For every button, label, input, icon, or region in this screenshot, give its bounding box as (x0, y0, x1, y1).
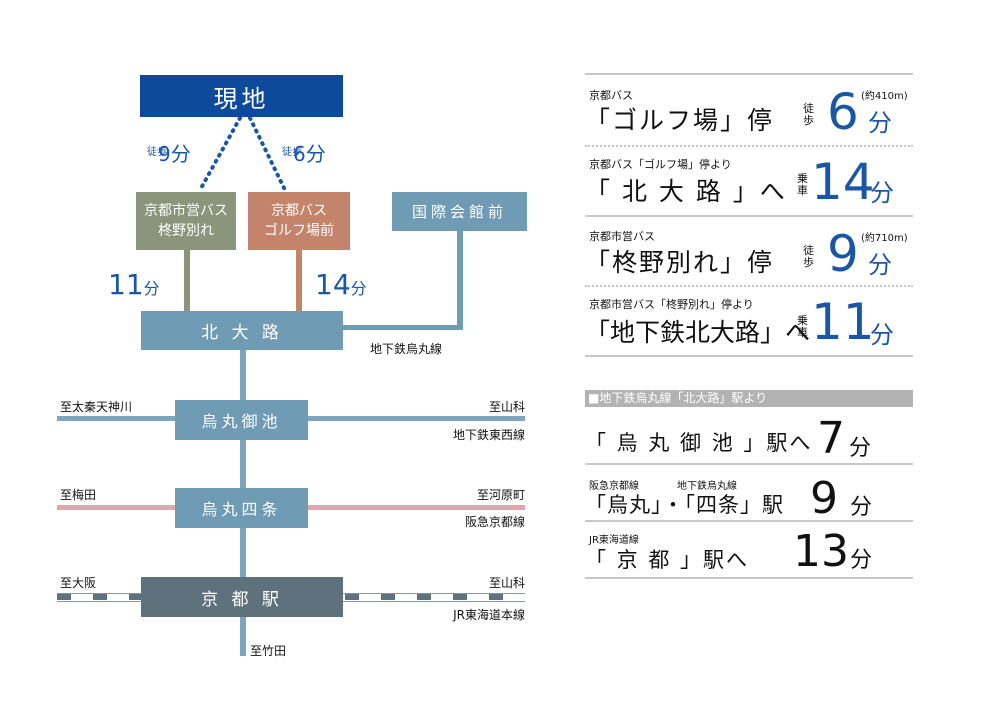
divider (585, 463, 913, 465)
station-time-sub: 阪急京都線 (589, 481, 639, 492)
to-umeda-label: 至梅田 (60, 488, 97, 502)
station-time-unit: 分 (850, 495, 873, 520)
ride-time-right: 14分 (315, 268, 367, 301)
from-kitaoji-header: ■地下鉄烏丸線「北大路」駅より (585, 390, 913, 407)
station-time-sub: JR東海道線 (589, 535, 639, 546)
station-kyoto-box: 京 都 駅 (141, 577, 343, 617)
station-time-row: 「 烏 丸 御 池 」駅へ 7 分 (585, 410, 913, 463)
access-mode: 徒歩 (803, 244, 814, 269)
access-sub: 京都バス (589, 89, 633, 102)
to-uzumasa-label: 至太秦天神川 (60, 400, 133, 414)
walk-path-left (198, 116, 242, 192)
to-kawaramachi-label: 至河原町 (476, 488, 525, 502)
divider (585, 355, 913, 357)
stop-kyoto-bus-box: 京都バス ゴルフ場前 (248, 192, 350, 250)
walk-right-time: 6分 (293, 142, 326, 166)
walk-time-right: 徒歩6分 (282, 138, 326, 167)
station-time-num: 13 (793, 526, 849, 577)
access-unit: 分 (868, 109, 892, 137)
station-time-num: 7 (817, 413, 845, 464)
current-location-label: 現地 (213, 84, 270, 113)
current-location-box: 現地 (140, 75, 343, 117)
access-unit: 分 (868, 251, 892, 279)
line-hankyu-label: 阪急京都線 (464, 515, 525, 529)
stop-operator: 京都市営バス (144, 203, 228, 219)
access-distance: (約410m) (861, 91, 908, 102)
access-num: 9 (827, 225, 859, 283)
ride-num: 11 (108, 268, 144, 301)
line-tozai-label: 地下鉄東西線 (452, 428, 525, 442)
walk-path-right (248, 116, 287, 192)
divider (585, 285, 913, 287)
station-name: 烏丸四条 (201, 500, 282, 519)
access-mode: 乗車 (797, 172, 808, 197)
access-sub: 京都市営バス (589, 230, 655, 243)
walk-label: 徒歩 (147, 147, 167, 158)
stop-operator: 京都バス (271, 203, 327, 219)
access-sub: 京都市営バス「柊野別れ」停より (589, 298, 754, 311)
to-osaka-label: 至大阪 (60, 576, 97, 590)
stop-municipal-bus-box: 京都市営バス 柊野別れ (136, 192, 236, 250)
walking-path-dots (198, 116, 287, 192)
divider (585, 577, 913, 579)
access-row: 京都バス 「ゴルフ場」停 徒歩 6 分 (約410m) (585, 75, 913, 145)
bus-line-kyoto (296, 250, 302, 312)
subway-karasuma-link (343, 325, 463, 330)
station-time-main: 「 烏 丸 御 池 」駅へ (585, 431, 813, 455)
access-unit: 分 (870, 321, 894, 349)
station-time-num: 9 (810, 473, 838, 524)
access-unit: 分 (870, 179, 894, 207)
subway-karasuma-north (457, 230, 463, 330)
access-row: 京都バス「ゴルフ場」停より 「 北 大 路 」へ 乗車 14 分 (585, 147, 913, 215)
station-karasuma-oike-box: 烏丸御池 (175, 400, 308, 440)
station-time-unit: 分 (850, 548, 873, 573)
divider (585, 73, 913, 75)
station-time-main: 「烏丸」・「四条」駅 (585, 493, 784, 517)
access-num: 11 (811, 293, 875, 351)
access-mode: 乗車 (797, 314, 808, 339)
walk-left-time: 9分 (158, 142, 191, 166)
line-karasuma-label: 地下鉄烏丸線 (370, 342, 443, 356)
stop-name: ゴルフ場前 (264, 223, 334, 239)
to-yamashina-label: 至山科 (488, 400, 525, 414)
ride-unit: 分 (143, 279, 160, 298)
divider (585, 520, 913, 522)
access-num: 14 (811, 153, 875, 211)
access-main: 「地下鉄北大路」へ (585, 318, 811, 347)
ride-num: 14 (315, 268, 351, 301)
walk-time-left: 徒歩9分 (147, 138, 191, 167)
divider (585, 145, 913, 147)
stop-name: 柊野別れ (158, 223, 214, 239)
ride-unit: 分 (350, 279, 367, 298)
access-row: 京都市営バス 「柊野別れ」停 徒歩 9 分 (約710m) (585, 217, 913, 285)
station-time-main: 「 京 都 」駅へ (585, 548, 750, 572)
station-karasuma-shijo-box: 烏丸四条 (175, 488, 308, 528)
walk-label: 徒歩 (282, 147, 302, 158)
access-sub: 京都バス「ゴルフ場」停より (589, 158, 732, 171)
ride-time-left: 11分 (108, 268, 160, 301)
station-time-sub: 地下鉄烏丸線 (677, 481, 737, 492)
access-num: 6 (827, 83, 859, 141)
station-time-row: 阪急京都線 地下鉄烏丸線 「烏丸」・「四条」駅 9 分 (585, 465, 913, 524)
station-time-unit: 分 (849, 436, 872, 461)
to-takeda-label: 至竹田 (250, 644, 287, 658)
access-mode: 徒歩 (803, 102, 814, 127)
station-name: 国際会館前 (411, 203, 507, 221)
station-kokusaikaikan-box: 国際会館前 (392, 192, 527, 231)
access-main: 「ゴルフ場」停 (585, 106, 775, 135)
station-name: 北 大 路 (201, 323, 283, 343)
access-row: 京都市営バス「柊野別れ」停より 「地下鉄北大路」へ 乗車 11 分 (585, 287, 913, 355)
divider (585, 215, 913, 217)
to-yamashina-jr-label: 至山科 (488, 576, 525, 590)
access-main: 「 北 大 路 」へ (585, 177, 787, 206)
access-distance: (約710m) (861, 233, 908, 244)
station-time-row: JR東海道線 「 京 都 」駅へ 13 分 (585, 522, 913, 577)
bus-line-municipal (184, 250, 190, 312)
access-main: 「柊野別れ」停 (585, 248, 775, 277)
station-kitaoji-box: 北 大 路 (141, 311, 343, 350)
line-jr-label: JR東海道本線 (453, 608, 525, 622)
station-name: 烏丸御池 (201, 412, 282, 431)
station-name: 京 都 駅 (201, 589, 283, 610)
